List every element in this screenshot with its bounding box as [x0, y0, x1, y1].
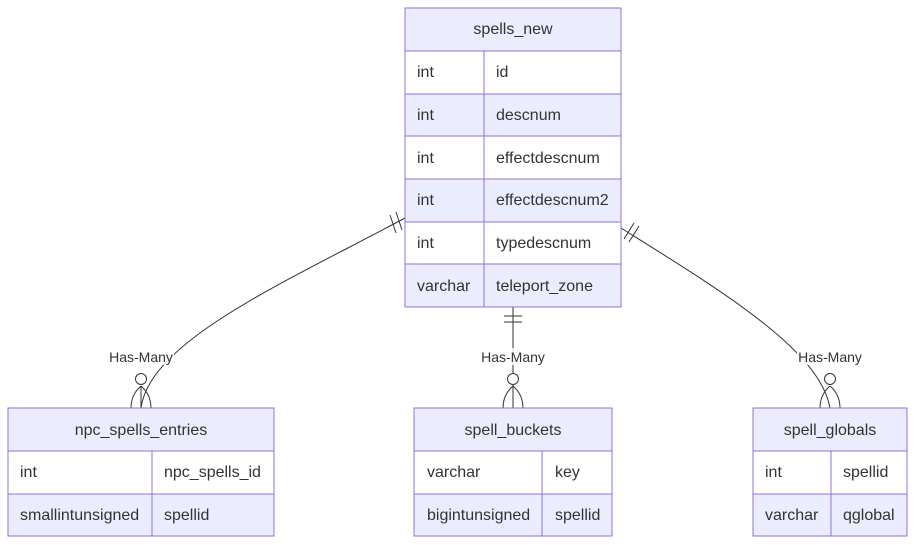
attribute-type: int [20, 464, 37, 481]
attribute-name: qglobal [843, 507, 895, 524]
exactly-one-marker [389, 211, 403, 234]
entity-title: spell_buckets [465, 422, 562, 439]
attribute-name: spellid [843, 464, 888, 481]
zero-or-many-marker [502, 373, 524, 409]
attribute-type: int [765, 464, 782, 481]
exactly-one-marker [504, 315, 522, 323]
attribute-type: int [417, 192, 434, 209]
entity-spells-new: spells_new int id int descnum int effect… [404, 7, 622, 308]
relationship-label: Has-Many [798, 349, 862, 365]
entity-npc-spells-entries: npc_spells_entries int npc_spells_id sma… [7, 407, 275, 537]
attribute-name: descnum [496, 107, 561, 124]
attribute-name: typedescnum [496, 235, 591, 252]
entity-title: npc_spells_entries [75, 422, 208, 439]
entity-spell-globals: spell_globals int spellid varchar qgloba… [752, 407, 908, 537]
attribute-name: effectdescnum [496, 150, 600, 167]
relationship-npc-spells-entries: Has-Many [108, 211, 406, 409]
relationship-line [140, 217, 406, 409]
attribute-type: int [417, 150, 434, 167]
attribute-type: int [417, 107, 434, 124]
attribute-type: bigintunsigned [427, 507, 530, 524]
attribute-name: key [555, 464, 580, 481]
attribute-type: int [417, 235, 434, 252]
attribute-name: spellid [555, 507, 600, 524]
zero-or-many-marker [130, 373, 152, 409]
entity-spell-buckets: spell_buckets varchar key bigintunsigned… [413, 407, 613, 537]
zero-or-many-marker [819, 373, 841, 409]
attribute-type: varchar [765, 507, 819, 524]
entity-title: spells_new [473, 21, 553, 38]
relationship-spell-globals: Has-Many [620, 222, 863, 409]
attribute-type: int [417, 64, 434, 81]
attribute-type: varchar [427, 464, 481, 481]
relationship-line [620, 227, 831, 409]
attribute-name: spellid [164, 507, 209, 524]
attribute-name: npc_spells_id [164, 464, 261, 481]
relationship-spell-buckets: Has-Many [480, 307, 546, 409]
attribute-name: id [496, 64, 508, 81]
attribute-type: varchar [417, 278, 471, 295]
exactly-one-marker [623, 222, 640, 243]
attribute-name: teleport_zone [496, 278, 593, 295]
attribute-name: effectdescnum2 [496, 192, 609, 209]
relationship-label: Has-Many [481, 349, 545, 365]
attribute-type: smallintunsigned [20, 507, 139, 524]
entity-title: spell_globals [784, 422, 877, 439]
relationship-label: Has-Many [109, 349, 173, 365]
